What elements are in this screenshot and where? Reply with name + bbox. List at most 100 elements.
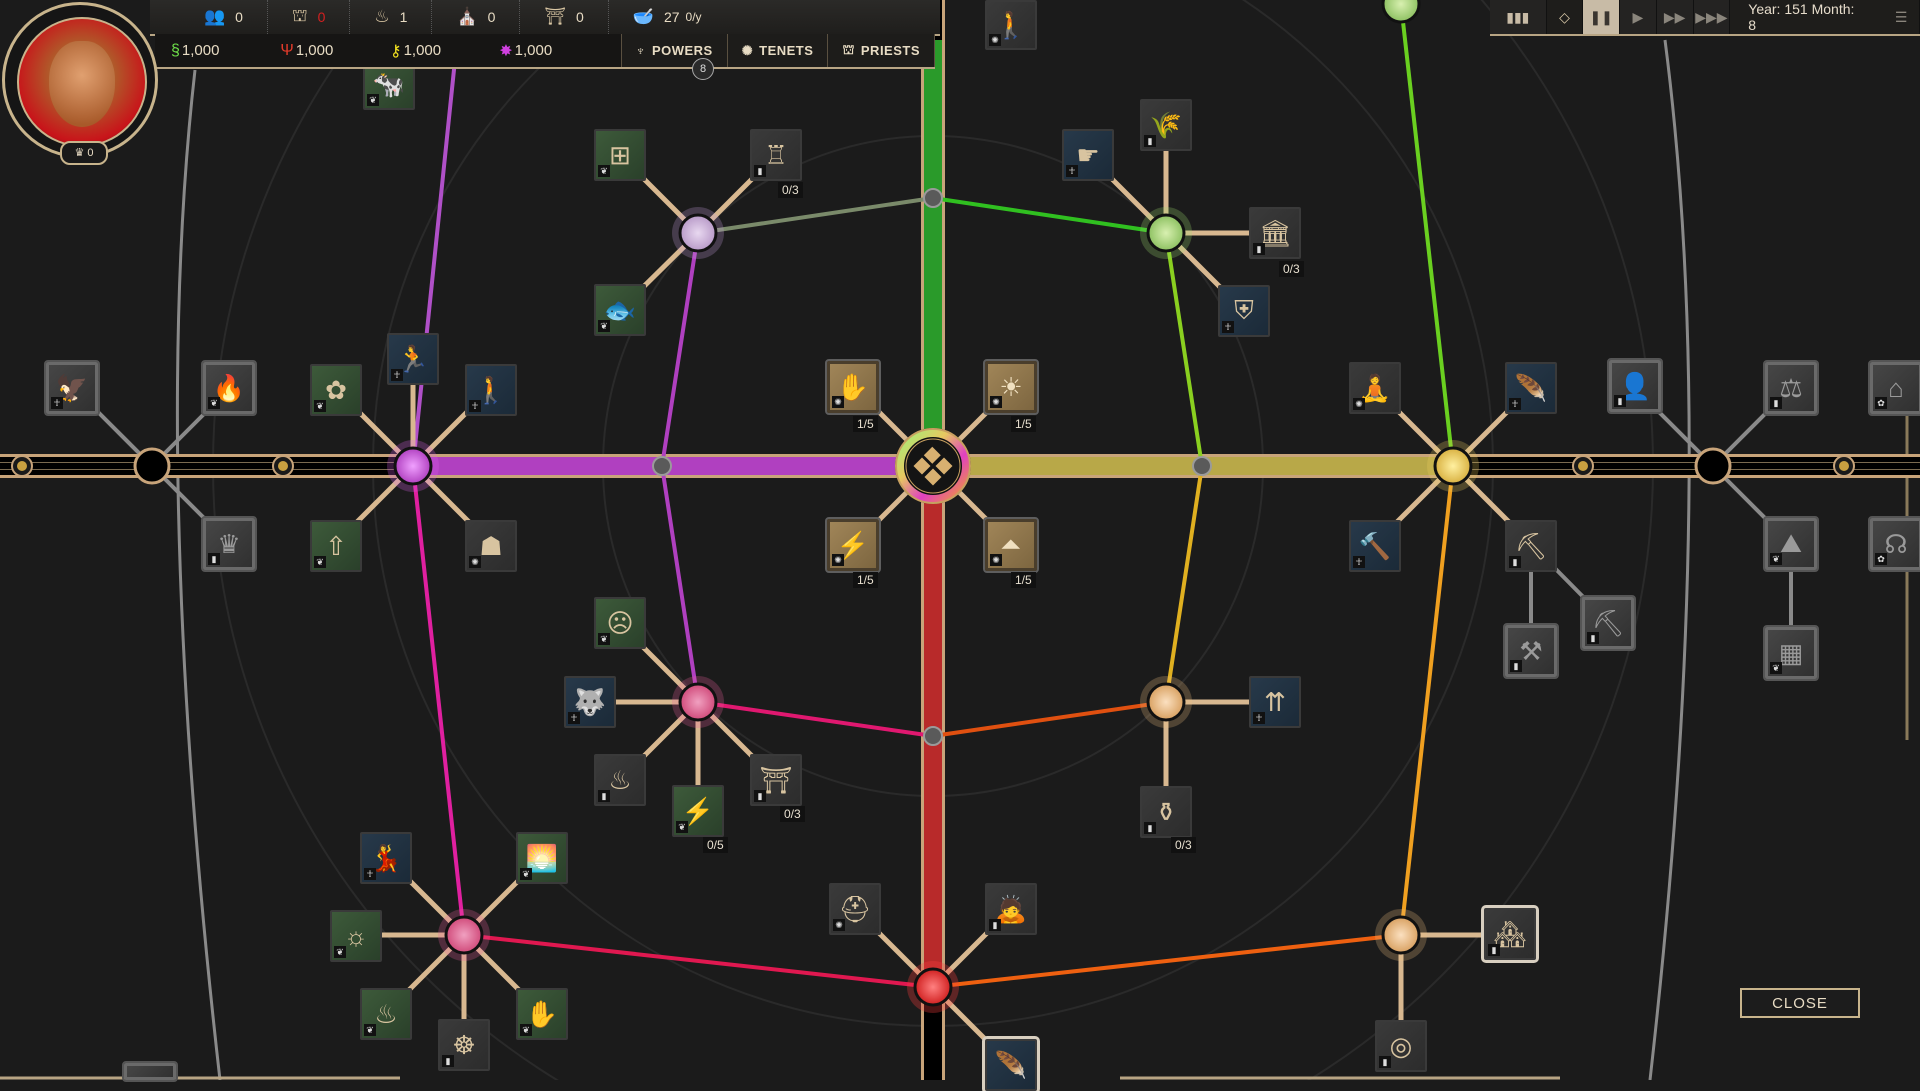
power-card-crown[interactable]: ♛▮ [201, 516, 257, 572]
power-card-growth[interactable]: ⇈☥ [1249, 676, 1301, 728]
node-peach-bottom [1381, 915, 1421, 955]
power-card-mask[interactable]: ☗✺ [465, 520, 517, 572]
warrior-helmet-icon: ⛑ [838, 893, 872, 924]
power-card-meditation[interactable]: ☸▮ [438, 1019, 490, 1071]
green-spiral-icon: § [171, 41, 180, 59]
powers-badge: 8 [692, 58, 714, 80]
gold-bars-icon: ▦ [1778, 637, 1804, 668]
shrine-icon: ⛩ [759, 764, 793, 795]
power-card-prospector[interactable]: ⛏▮ [1580, 595, 1636, 651]
avatar[interactable]: ♛ 0 [2, 2, 158, 165]
central-hub[interactable] [895, 428, 971, 504]
menu-button[interactable]: ☰ [1883, 0, 1920, 34]
power-card-trader[interactable]: ⚖▮ [1763, 360, 1819, 416]
power-card-fire-altar[interactable]: 🔥❦ [201, 360, 257, 416]
power-card-dwellings[interactable]: ⌂✿ [1868, 360, 1920, 416]
power-card-kneeling[interactable]: 🙇▮ [985, 883, 1037, 935]
village-icon: 🏘 [1493, 918, 1527, 949]
resource-yellow: ⚷1,000 [389, 42, 442, 60]
pottery-icon: ⚱ [1155, 796, 1177, 827]
power-card-temple[interactable]: 🏛▮ [1249, 207, 1301, 259]
power-card-pottery[interactable]: ⚱▮ [1140, 786, 1192, 838]
power-card-shield[interactable]: ⛨☥ [1218, 285, 1270, 337]
power-card-pointing-hand[interactable]: ☛☥ [1062, 129, 1114, 181]
power-card-shrine[interactable]: ⛩▮ [750, 754, 802, 806]
play-icon: ▶ [1632, 8, 1644, 25]
power-card-traveler[interactable]: 🏃☥ [387, 333, 439, 385]
power-card-wolf[interactable]: 🐺☥ [564, 676, 616, 728]
food-bowl-icon: 🥣 [632, 7, 654, 26]
tenet-card-lightning[interactable]: ⚡✺ [825, 517, 881, 573]
fastest-icon: ▶▶▶ [1695, 8, 1728, 25]
dwellings-icon: ⌂ [1888, 372, 1904, 403]
pause-icon: ❚❚ [1589, 8, 1613, 25]
power-card-wanderer[interactable]: 🚶☥ [465, 364, 517, 416]
power-card-pilgrim[interactable]: 🚶✺ [985, 0, 1037, 50]
altar-icon: ⛫ [842, 41, 855, 57]
power-card-bath[interactable]: ♨▮ [594, 754, 646, 806]
power-count: 0/3 [778, 182, 803, 198]
fast-forward-button[interactable]: ▶▶ [1656, 0, 1694, 34]
stat-priests: ⛫0 [268, 0, 351, 34]
feather-icon: 🪶 [1514, 372, 1548, 403]
stat-temples: ⛪0 [432, 0, 521, 34]
traveler-icon: 🏃 [396, 343, 430, 374]
sunrise-icon: ☼ [344, 920, 368, 951]
power-card-land[interactable]: ⇧❦ [310, 520, 362, 572]
power-card-sowing[interactable]: ✋❦ [516, 988, 568, 1040]
node-left-dark [133, 447, 171, 485]
pause-button[interactable]: ❚❚ [1583, 0, 1621, 34]
node-gold [1433, 446, 1473, 486]
power-card-cave[interactable]: ⛰❦ [1763, 516, 1819, 572]
power-card-feather[interactable]: 🪶☥ [1505, 362, 1557, 414]
tenet-card-sun[interactable]: ☀✺ [983, 359, 1039, 415]
power-card-gold-bars[interactable]: ▦❦ [1763, 625, 1819, 681]
power-card-smith[interactable]: ⚒▮ [1503, 623, 1559, 679]
monk-icon: 🧘 [1358, 372, 1392, 403]
mask-icon: ☗ [479, 530, 503, 561]
sun-icon: ✺ [741, 42, 754, 58]
tenet-card-offering[interactable]: ✋✺ [825, 359, 881, 415]
power-card-sunset-sea[interactable]: 🌅❦ [516, 832, 568, 884]
power-card-flame-lotus[interactable]: ♨❦ [360, 988, 412, 1040]
power-card-miner[interactable]: ⛏▮ [1505, 520, 1557, 572]
power-card-builder[interactable]: 🔨☥ [1349, 520, 1401, 572]
power-card-eagle[interactable]: 🦅☥ [44, 360, 100, 416]
power-card-totem[interactable]: ♖▮ [750, 129, 802, 181]
tenet-count: 1/5 [853, 416, 878, 432]
power-card-monk[interactable]: 🧘✺ [1349, 362, 1401, 414]
wheat-icon: 🌾 [1149, 109, 1183, 140]
power-card-warrior[interactable]: ⛑✺ [829, 883, 881, 935]
node-lilac [678, 213, 718, 253]
close-button[interactable]: CLOSE [1740, 988, 1860, 1018]
tenet-card-ascend[interactable]: ⏶✺ [983, 517, 1039, 573]
stats-chart-button[interactable]: ▮▮▮ [1490, 0, 1547, 34]
fastest-button[interactable]: ▶▶▶ [1693, 0, 1731, 34]
tenet-count: 1/5 [1011, 572, 1036, 588]
play-button[interactable]: ▶ [1620, 0, 1657, 34]
power-card-fish[interactable]: 🐟❦ [594, 284, 646, 336]
kneeling-figure-icon: 🙇 [994, 893, 1028, 924]
power-card-chieftain[interactable]: 🪶 [982, 1036, 1040, 1091]
power-card-partial[interactable] [122, 1061, 178, 1082]
power-card-harvest[interactable]: 🌾▮ [1140, 99, 1192, 151]
tab-tenets[interactable]: ✺TENETS [726, 34, 828, 67]
power-card-ritual[interactable]: ☊✿ [1868, 516, 1920, 572]
power-card-oracle[interactable]: ◎▮ [1375, 1020, 1427, 1072]
fields-icon: ⊞ [609, 139, 631, 170]
power-card-village[interactable]: 🏘▮ [1481, 905, 1539, 963]
power-card-idol[interactable]: ☹❦ [594, 597, 646, 649]
smiling-bearded-god-portrait [17, 17, 147, 147]
power-card-sunrise[interactable]: ☼❦ [330, 910, 382, 962]
tab-priests[interactable]: ⛫PRIESTS [827, 34, 936, 67]
power-card-spirit[interactable]: 👤▮ [1607, 358, 1663, 414]
power-card-storm[interactable]: ⚡❦ [672, 785, 724, 837]
power-card-fields[interactable]: ⊞❦ [594, 129, 646, 181]
power-card-flowers[interactable]: ✿❦ [310, 364, 362, 416]
rising-chevron-icon: ⏶ [1000, 529, 1022, 559]
power-card-dancer[interactable]: 💃☥ [360, 832, 412, 884]
